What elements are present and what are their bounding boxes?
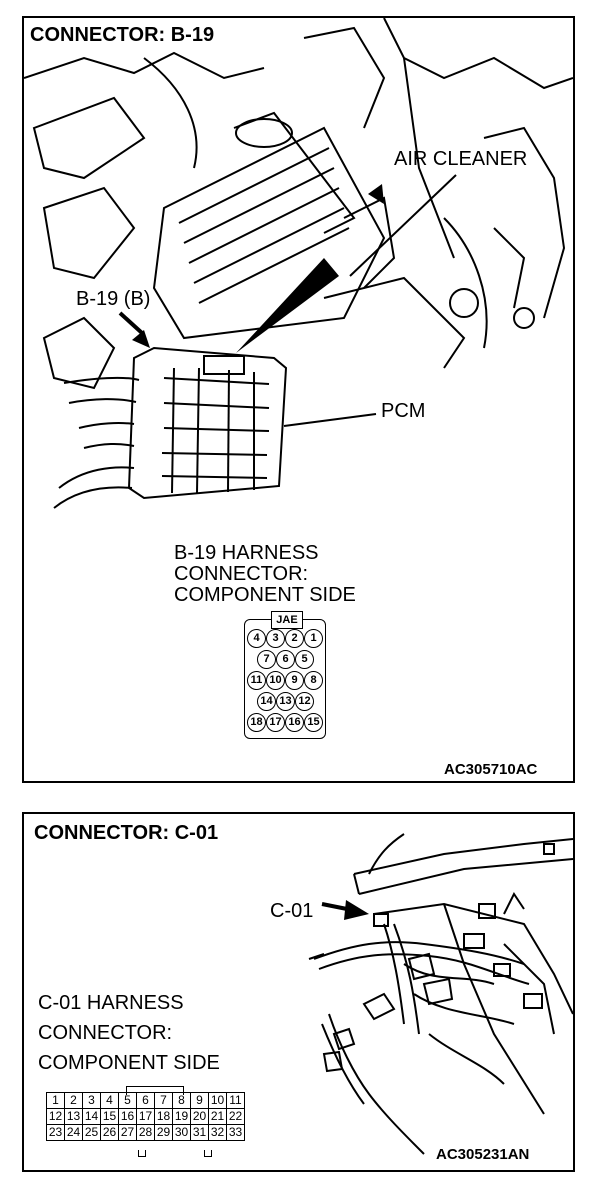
- pin: 10: [208, 1092, 227, 1109]
- pin: 12: [295, 692, 314, 711]
- pin: 31: [190, 1124, 209, 1141]
- pin: 6: [276, 650, 295, 669]
- b19-harness-caption: B-19 HARNESS CONNECTOR: COMPONENT SIDE: [174, 543, 356, 606]
- connector-brand-label: JAE: [271, 611, 303, 629]
- pin: 5: [118, 1092, 137, 1109]
- pin: 18: [154, 1108, 173, 1125]
- pin: 4: [247, 629, 266, 648]
- pin: 9: [190, 1092, 209, 1109]
- pin: 29: [154, 1124, 173, 1141]
- pcm-label: PCM: [381, 400, 426, 422]
- pin: 22: [226, 1108, 245, 1125]
- pin: 6: [136, 1092, 155, 1109]
- pin: 10: [266, 671, 285, 690]
- c01-harness-caption: C-01 HARNESS CONNECTOR: COMPONENT SIDE: [38, 988, 220, 1078]
- pin: 24: [64, 1124, 83, 1141]
- pin: 33: [226, 1124, 245, 1141]
- pin: 17: [266, 713, 285, 732]
- pin: 12: [46, 1108, 65, 1125]
- figure-code-c01: AC305231AN: [436, 1146, 530, 1163]
- pin: 16: [285, 713, 304, 732]
- air-cleaner-label: AIR CLEANER: [394, 148, 528, 170]
- pin: 8: [304, 671, 323, 690]
- pin: 26: [100, 1124, 119, 1141]
- pin: 9: [285, 671, 304, 690]
- pin: 7: [257, 650, 276, 669]
- pin: 4: [100, 1092, 119, 1109]
- pin: 11: [226, 1092, 245, 1109]
- dashboard-wiring-illustration: [308, 833, 573, 1155]
- pin: 18: [247, 713, 266, 732]
- pin: 1: [304, 629, 323, 648]
- pin: 28: [136, 1124, 155, 1141]
- pin: 2: [64, 1092, 83, 1109]
- figure-code-b19: AC305710AC: [444, 761, 538, 778]
- b19-callout-label: B-19 (B): [76, 288, 151, 310]
- pin: 8: [172, 1092, 191, 1109]
- b19-connector-face: JAE 4 3 2 1 7 6 5 11 10 9 8 14 13 12 18 …: [244, 611, 326, 739]
- pin: 14: [82, 1108, 101, 1125]
- panel-title-c01: CONNECTOR: C-01: [34, 822, 219, 844]
- pin: 11: [247, 671, 266, 690]
- c01-pin-grid: 1 2 3 4 5 6 7 8 9 10 11 12 13 14 15 16 1…: [46, 1092, 245, 1141]
- pin: 2: [285, 629, 304, 648]
- connector-c01-panel: CONNECTOR: C-01 C-01 C-01 HARNESS CONNEC…: [22, 812, 575, 1172]
- pin: 21: [208, 1108, 227, 1125]
- pin: 20: [190, 1108, 209, 1125]
- caption-line: COMPONENT SIDE: [174, 584, 356, 606]
- caption-line: C-01 HARNESS: [38, 992, 184, 1014]
- pin: 15: [304, 713, 323, 732]
- panel-title-b19: CONNECTOR: B-19: [30, 24, 215, 46]
- pin: 1: [46, 1092, 65, 1109]
- pin: 14: [257, 692, 276, 711]
- pin: 23: [46, 1124, 65, 1141]
- caption-line: CONNECTOR:: [174, 563, 309, 585]
- pin: 3: [266, 629, 285, 648]
- connector-key: [126, 1086, 184, 1095]
- connector-foot: [138, 1150, 146, 1157]
- pin: 15: [100, 1108, 119, 1125]
- pin: 32: [208, 1124, 227, 1141]
- pin-row: 12 13 14 15 16 17 18 19 20 21 22: [46, 1108, 245, 1125]
- pin: 25: [82, 1124, 101, 1141]
- pin: 17: [136, 1108, 155, 1125]
- pin: 16: [118, 1108, 137, 1125]
- pin: 27: [118, 1124, 137, 1141]
- pin-row: 23 24 25 26 27 28 29 30 31 32 33: [46, 1124, 245, 1141]
- caption-line: B-19 HARNESS: [174, 542, 319, 564]
- pin: 13: [276, 692, 295, 711]
- pin: 5: [295, 650, 314, 669]
- pin: 30: [172, 1124, 191, 1141]
- connector-foot: [204, 1150, 212, 1157]
- pin: 3: [82, 1092, 101, 1109]
- pin: 19: [172, 1108, 191, 1125]
- pin: 7: [154, 1092, 173, 1109]
- caption-line: CONNECTOR:: [38, 1022, 173, 1044]
- c01-callout-label: C-01: [270, 900, 314, 922]
- pin-row: 1 2 3 4 5 6 7 8 9 10 11: [46, 1092, 245, 1109]
- engine-bay-illustration: [24, 18, 573, 509]
- connector-b19-panel: CONNECTOR: B-19 AIR CLEANER B-19 (B) PCM…: [22, 16, 575, 783]
- caption-line: COMPONENT SIDE: [38, 1052, 220, 1074]
- pin: 13: [64, 1108, 83, 1125]
- c01-connector-face: 1 2 3 4 5 6 7 8 9 10 11 12 13 14 15 16 1…: [46, 1086, 266, 1157]
